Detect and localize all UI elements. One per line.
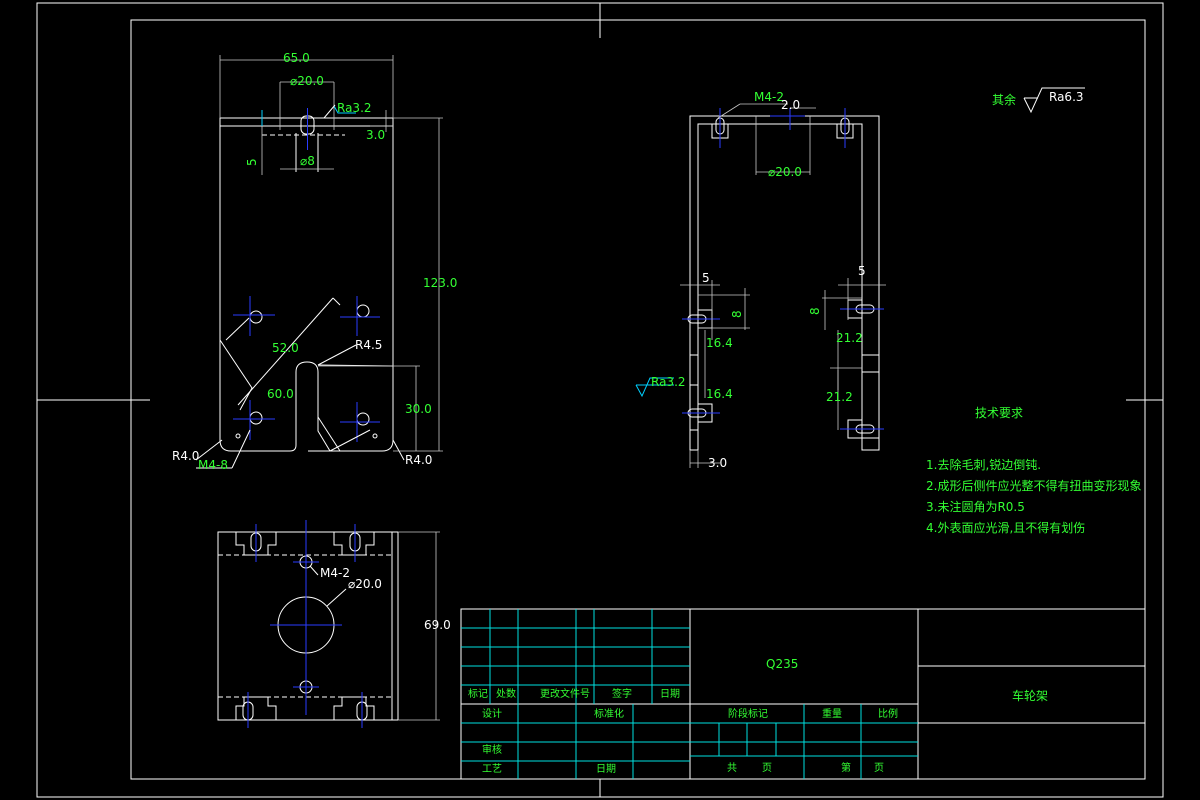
front-view xyxy=(195,55,443,469)
tb-date2: 日期 xyxy=(596,763,616,775)
tb-mark: 标记 xyxy=(468,688,488,700)
dim-side-right-21-2-b: 21.2 xyxy=(826,390,853,404)
tb-signature: 签字 xyxy=(612,687,632,700)
side-view xyxy=(635,103,886,468)
tb-design: 设计 xyxy=(482,707,502,720)
dim-front-corner-right: R4.0 xyxy=(405,453,432,467)
tb-standardize: 标准化 xyxy=(594,707,624,720)
dim-side-hole-dia: ⌀20.0 xyxy=(768,165,802,179)
dim-front-thickness: 3.0 xyxy=(366,128,385,142)
dim-front-thread: M4-8 xyxy=(198,458,228,472)
dim-front-slot-depth: 30.0 xyxy=(405,402,432,416)
dim-side-left-16-4-a: 16.4 xyxy=(706,336,733,350)
bottom-view xyxy=(217,520,440,728)
dim-side-right-8: 8 xyxy=(808,307,822,315)
tb-page: 页 xyxy=(762,762,772,774)
dim-side-left-16-4-b: 16.4 xyxy=(706,387,733,401)
dim-side-left-ra: Ra3.2 xyxy=(651,375,686,389)
sheet-border xyxy=(36,2,1164,798)
surface-finish-note: 其余 Ra6.3 xyxy=(992,87,1085,114)
dim-side-offset: 2.0 xyxy=(781,98,800,112)
dim-front-width: 65.0 xyxy=(283,51,310,65)
tb-part-name: 车轮架 xyxy=(1012,688,1048,703)
bottom-view-labels: M4-2 ⌀20.0 69.0 xyxy=(320,566,451,632)
tb-stage-mark: 阶段标记 xyxy=(728,707,768,720)
dim-side-left-8: 8 xyxy=(730,310,744,318)
dim-side-right-5: 5 xyxy=(858,264,866,278)
tb-total: 共 xyxy=(727,762,737,774)
tb-change-doc: 更改文件号 xyxy=(540,687,590,700)
tech-requirements: 技术要求 1.去除毛刺,锐边倒钝. 2.成形后侧件应光整不得有扭曲变形现象 3.… xyxy=(926,406,1141,535)
dim-front-slot-radius: R4.5 xyxy=(355,338,382,352)
tb-process: 工艺 xyxy=(482,763,502,775)
tb-material: Q235 xyxy=(766,657,798,671)
dim-bottom-thread: M4-2 xyxy=(320,566,350,580)
tb-weight: 重量 xyxy=(822,707,842,720)
dim-side-right-21-2-a: 21.2 xyxy=(836,331,863,345)
tech-requirements-title: 技术要求 xyxy=(975,406,1023,420)
tb-date: 日期 xyxy=(660,688,680,700)
dim-side-bottom-thickness: 3.0 xyxy=(708,456,727,470)
dim-front-corner-left: R4.0 xyxy=(172,449,199,463)
dim-front-edge-offset: 5 xyxy=(245,158,259,166)
tech-req-2: 2.成形后侧件应光整不得有扭曲变形现象 xyxy=(926,478,1141,493)
surface-finish-value: Ra6.3 xyxy=(1049,90,1084,104)
dim-side-left-5: 5 xyxy=(702,271,710,285)
dim-bottom-height: 69.0 xyxy=(424,618,451,632)
dim-front-diag: 52.0 xyxy=(272,341,299,355)
side-view-labels: M4-2 2.0 ⌀20.0 5 8 16.4 16.4 Ra3.2 3.0 5… xyxy=(651,90,866,470)
dim-front-hole-dia: ⌀20.0 xyxy=(290,74,324,88)
tb-page2: 页 xyxy=(874,762,884,774)
tech-req-4: 4.外表面应光滑,且不得有划伤 xyxy=(926,520,1085,535)
tech-req-3: 3.未注圆角为R0.5 xyxy=(926,499,1025,514)
surface-finish-label: 其余 xyxy=(992,92,1016,107)
dim-front-roughness: Ra3.2 xyxy=(337,101,372,115)
dim-front-angle-dist: 60.0 xyxy=(267,387,294,401)
tech-req-1: 1.去除毛刺,锐边倒钝. xyxy=(926,457,1041,472)
tb-review: 审核 xyxy=(482,743,502,756)
dim-side-thread: M4-2 xyxy=(754,90,784,104)
dim-front-slot-dia: ⌀8 xyxy=(300,154,315,168)
tb-scale: 比例 xyxy=(878,707,898,720)
dim-front-height: 123.0 xyxy=(423,276,457,290)
title-block: 标记 处数 更改文件号 签字 日期 设计 标准化 阶段标记 重量 比例 审核 工… xyxy=(460,608,1146,780)
tb-count: 处数 xyxy=(496,687,516,700)
tb-sheet: 第 xyxy=(841,761,851,774)
dim-bottom-hole-dia: ⌀20.0 xyxy=(348,577,382,591)
front-view-labels: 65.0 ⌀20.0 Ra3.2 3.0 5 ⌀8 123.0 52.0 R4.… xyxy=(172,51,457,472)
